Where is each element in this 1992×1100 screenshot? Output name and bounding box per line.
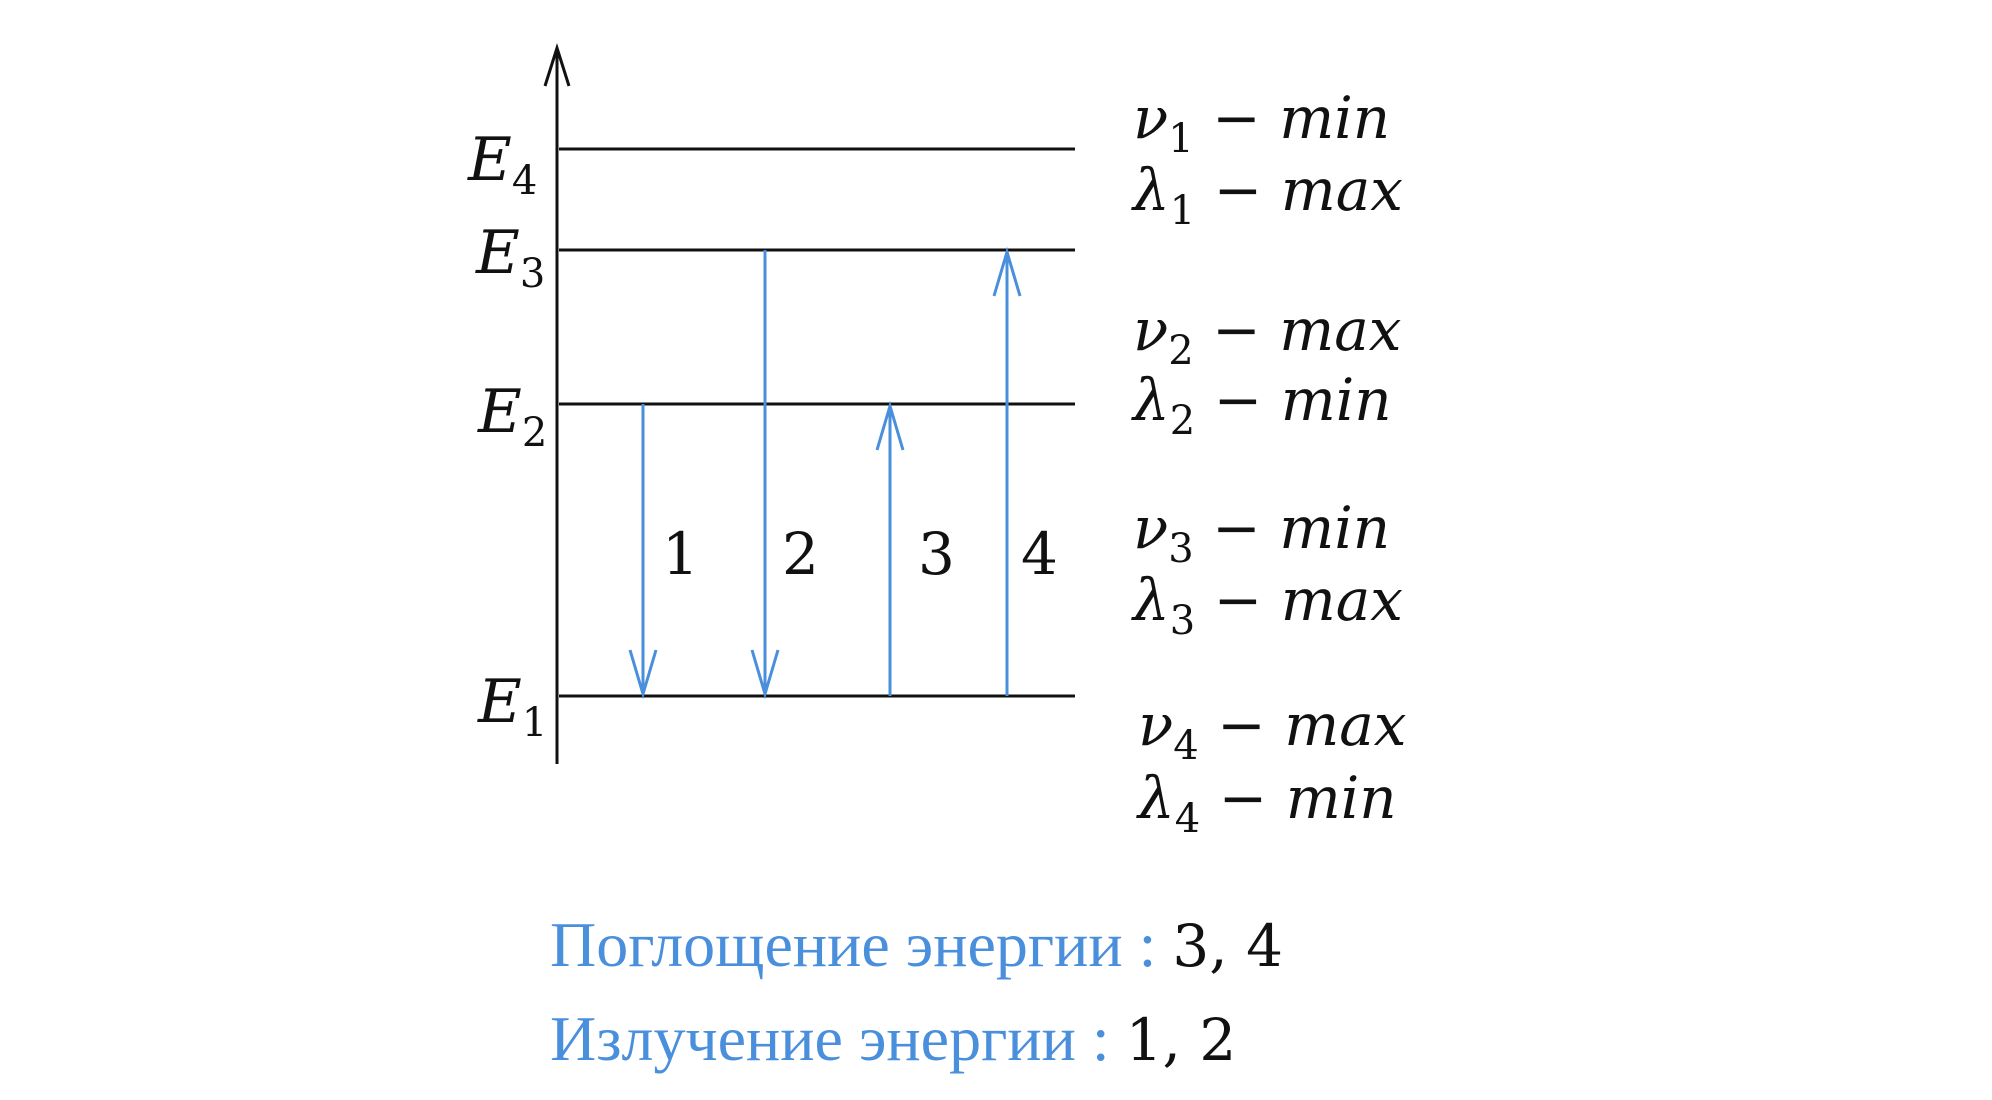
prop-lambda-4-sym: λ <box>1136 764 1175 832</box>
prop-nu-4-sym: ν <box>1138 691 1173 759</box>
level-label-e3-sub: 3 <box>520 251 545 297</box>
prop-lambda-4-sub: 4 <box>1175 796 1200 842</box>
prop-lambda-2: λ2 − min <box>1131 366 1392 444</box>
energy-axis-arrowhead <box>543 43 571 87</box>
transition-label-1: 1 <box>662 520 699 588</box>
level-label-e1: E1 <box>477 667 547 746</box>
prop-lambda-2-text: − min <box>1195 366 1391 434</box>
prop-nu-3-sub: 3 <box>1168 526 1193 572</box>
prop-lambda-4: λ4 − min <box>1136 764 1397 842</box>
level-label-e4-sub: 4 <box>512 158 537 204</box>
prop-lambda-1-sym: λ <box>1131 156 1170 224</box>
prop-lambda-2-sym: λ <box>1131 366 1170 434</box>
prop-nu-2: ν2 − max <box>1133 296 1401 374</box>
prop-lambda-3-sym: λ <box>1131 566 1170 634</box>
level-label-e2-name: E <box>477 377 522 447</box>
level-label-e1-name: E <box>477 667 522 737</box>
prop-nu-1: ν1 − min <box>1133 84 1390 162</box>
prop-nu-1-text: − min <box>1194 84 1390 152</box>
prop-nu-3: ν3 − min <box>1133 494 1390 572</box>
prop-lambda-3-text: − max <box>1195 566 1403 634</box>
prop-nu-3-text: − min <box>1194 494 1390 562</box>
prop-nu-1-sub: 1 <box>1168 116 1193 162</box>
level-label-e3-name: E <box>475 218 520 288</box>
prop-nu-4: ν4 − max <box>1138 691 1406 769</box>
level-label-e2: E2 <box>477 377 547 456</box>
level-label-e4-name: E <box>467 125 512 195</box>
prop-lambda-1-sub: 1 <box>1170 188 1195 234</box>
prop-nu-2-sym: ν <box>1133 296 1168 364</box>
absorption-summary: Поглощение энергии : 3, 4 <box>550 908 1283 982</box>
transition-arrow-3 <box>875 400 905 696</box>
transition-label-4: 4 <box>1021 520 1058 588</box>
absorption-value: 3, 4 <box>1172 912 1284 980</box>
prop-lambda-3: λ3 − max <box>1131 566 1403 644</box>
prop-lambda-3-sub: 3 <box>1170 598 1195 644</box>
prop-lambda-1-text: − max <box>1195 156 1403 224</box>
prop-nu-2-text: − max <box>1194 296 1402 364</box>
transition-label-2: 2 <box>782 520 819 588</box>
transition-arrow-1 <box>628 404 658 700</box>
level-label-e1-sub: 1 <box>522 700 547 746</box>
prop-lambda-4-text: − min <box>1200 764 1396 832</box>
prop-nu-1-sym: ν <box>1133 84 1168 152</box>
level-label-e4: E4 <box>467 125 537 204</box>
absorption-label: Поглощение энергии : <box>550 909 1157 980</box>
transition-arrow-4 <box>992 246 1022 696</box>
level-label-e3: E3 <box>475 218 545 297</box>
prop-nu-4-text: − max <box>1199 691 1407 759</box>
prop-nu-3-sym: ν <box>1133 494 1168 562</box>
level-label-e2-sub: 2 <box>522 410 547 456</box>
emission-summary: Излучение энергии : 1, 2 <box>550 1002 1236 1076</box>
emission-label: Излучение энергии : <box>550 1003 1110 1074</box>
prop-nu-4-sub: 4 <box>1173 723 1198 769</box>
transition-arrow-2 <box>750 250 780 700</box>
transition-label-3: 3 <box>918 520 955 588</box>
emission-value: 1, 2 <box>1125 1006 1237 1074</box>
prop-nu-2-sub: 2 <box>1168 328 1193 374</box>
prop-lambda-2-sub: 2 <box>1170 398 1195 444</box>
prop-lambda-1: λ1 − max <box>1131 156 1403 234</box>
